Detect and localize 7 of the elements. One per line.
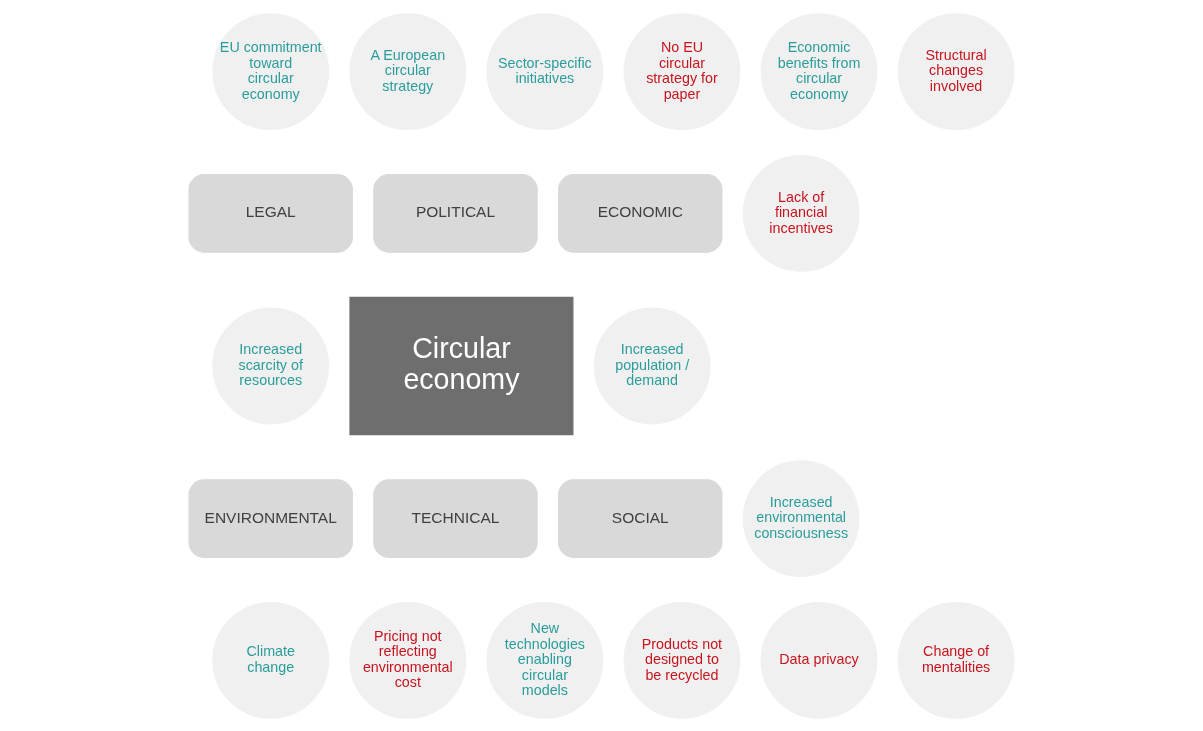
node-box: TECHNICAL	[373, 478, 538, 558]
node-box: SOCIAL	[558, 478, 723, 558]
node-box: ECONOMIC	[558, 173, 723, 253]
node-box: ENVIRONMENTAL	[188, 478, 353, 558]
node-box: POLITICAL	[373, 173, 538, 253]
node-box: Circular economy	[349, 296, 574, 435]
node-box: LEGAL	[188, 173, 353, 253]
